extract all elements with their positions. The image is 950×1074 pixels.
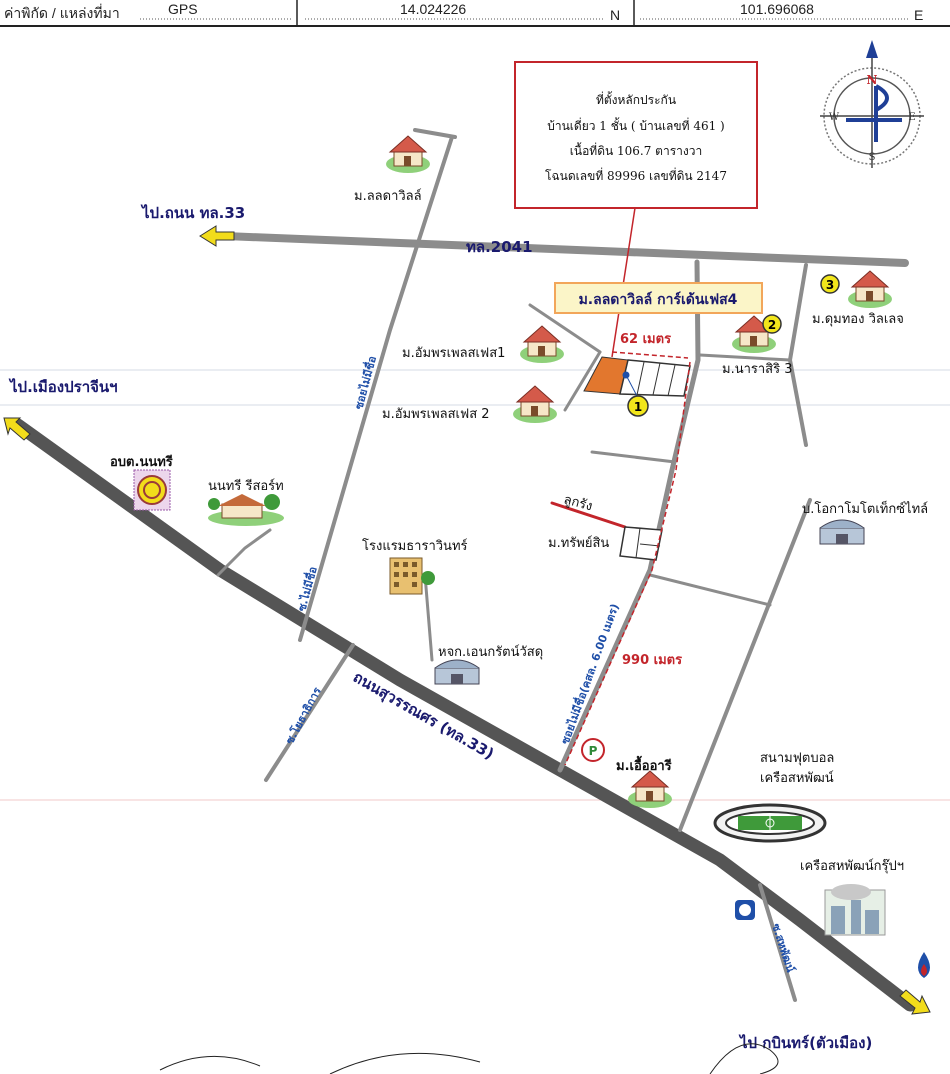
svg-text:3: 3: [826, 278, 834, 292]
house-icon-lalada: [385, 135, 431, 174]
marker-2: 2: [762, 314, 782, 334]
compass-s: S: [869, 152, 876, 163]
factory-icon-saha: [824, 884, 886, 936]
house-icon-ua-ari: [627, 770, 673, 809]
house-icon-amphorn1: [519, 325, 565, 364]
longitude-dir: E: [914, 7, 923, 23]
distance-990m: 990 เมตร: [622, 653, 682, 668]
coord-source: GPS: [168, 1, 198, 17]
soi-property: [557, 259, 701, 773]
gas-station-icon-blue: [735, 900, 755, 920]
label-to-prachin: ไป.เมืองปราจีนฯ: [8, 377, 118, 396]
label-soi-width: ซอยไม่มีชื่อ(คสล. 6.00 เมตร): [557, 601, 622, 746]
gas-station-icon-ptt: P: [581, 738, 605, 762]
abt-seal-icon: [133, 469, 171, 511]
info-title: ที่ตั้งหลักประกัน: [596, 91, 676, 107]
property-plots: [583, 356, 691, 561]
compass-icon: N S E W: [820, 40, 924, 168]
compass-e: E: [908, 112, 915, 123]
latitude-value: 14.024226: [400, 1, 466, 17]
info-deed: โฉนดเลขที่ 89996 เลขที่ดิน 2147: [545, 167, 727, 183]
longitude-value: 101.696068: [740, 1, 814, 17]
warehouse-icon-hardware: [434, 659, 480, 685]
latitude-dir: N: [610, 7, 620, 23]
label-narasiri: ม.นาราสิริ 3: [722, 362, 793, 377]
label-abt: อบต.นนทรี: [110, 454, 173, 470]
label-to-kabin: ไป กบินทร์(ตัวเมือง): [738, 1033, 872, 1052]
coordinate-header: ค่าพิกัด / แหล่งที่มา GPS 14.024226 N 10…: [0, 0, 950, 27]
label-ua-ari: ม.เอื้ออารี: [616, 755, 672, 774]
house-icon-dumthong: [847, 270, 893, 309]
svg-text:1: 1: [634, 400, 642, 414]
label-stadium-2: เครือสหพัฒน์: [760, 770, 834, 786]
highway-33: [11, 418, 917, 1012]
info-area: เนื้อที่ดิน 106.7 ตารางวา: [570, 142, 702, 158]
compass-w: W: [829, 112, 840, 123]
direction-arrows: [3, 225, 931, 1015]
compass-n: N: [867, 73, 878, 87]
info-house: บ้านเดี่ยว 1 ชั้น ( บ้านเลขที่ 461 ): [547, 117, 725, 133]
label-route-2041: ทล.2041: [466, 238, 533, 256]
project-label: ม.ลลดาวิลล์ การ์เด้นเฟส4: [554, 282, 763, 314]
resort-icon: [208, 494, 284, 526]
stadium-icon: [713, 803, 827, 843]
label-amphorn1: ม.อัมพรเพลสเฟส1: [402, 346, 505, 361]
label-soi-yothathikan: ซ.โยธาธิการ: [282, 685, 324, 747]
label-stadium-1: สนามฟุตบอล: [760, 751, 834, 766]
signature-marks: [159, 1043, 779, 1074]
laterite-road: [550, 501, 627, 529]
distance-lines: [564, 351, 691, 766]
label-amphorn2: ม.อัมพรเพลสเฟส 2: [382, 407, 490, 422]
factory-icon-oka: [819, 519, 865, 545]
coord-label: ค่าพิกัด / แหล่งที่มา: [4, 4, 120, 21]
label-sap-sin: ม.ทรัพย์สิน: [548, 535, 609, 551]
label-dumthong: ม.ดุมทอง วิลเลจ: [812, 312, 904, 327]
route-2041: [221, 232, 909, 267]
soi-west: [298, 135, 454, 642]
arrow-to-road33: [199, 225, 235, 247]
road-network: [11, 128, 917, 1012]
soi-sahaphat: [758, 883, 797, 1002]
marker-1: 1: [627, 395, 649, 417]
soi-yothathikan: [264, 643, 355, 782]
label-luk-rang: ลูกรัง: [562, 492, 594, 514]
svg-text:P: P: [589, 744, 598, 758]
project-name: ม.ลลดาวิลล์ การ์เด้นเฟส4: [579, 291, 738, 308]
label-hotel: โรงแรมธาราวินทร์: [362, 538, 468, 554]
marker-3: 3: [820, 274, 840, 294]
svg-text:2: 2: [768, 318, 776, 332]
label-soi-sahaphat: ซ.สหพัฒน์: [769, 922, 797, 974]
soi-east: [678, 498, 812, 832]
label-to-road33: ไป.ถนน ทล.33: [140, 203, 245, 222]
drop-icon: [918, 952, 930, 978]
label-oka: บ.โอกาโมโตเท็กซ์ไทล์: [802, 499, 928, 517]
label-lalada: ม.ลลดาวิลล์: [354, 188, 422, 204]
label-resort: นนทรี รีสอร์ท: [208, 478, 284, 494]
label-saha-group: เครือสหพัฒน์กรุ๊ปฯ: [800, 858, 904, 874]
distance-62m: 62 เมตร: [620, 332, 671, 347]
arrow-to-kabin: [899, 989, 931, 1015]
hotel-icon: [389, 557, 435, 595]
arrow-to-prachin: [3, 417, 31, 441]
label-hardware: หจก.เอนกรัตน์วัสดุ: [438, 644, 543, 660]
